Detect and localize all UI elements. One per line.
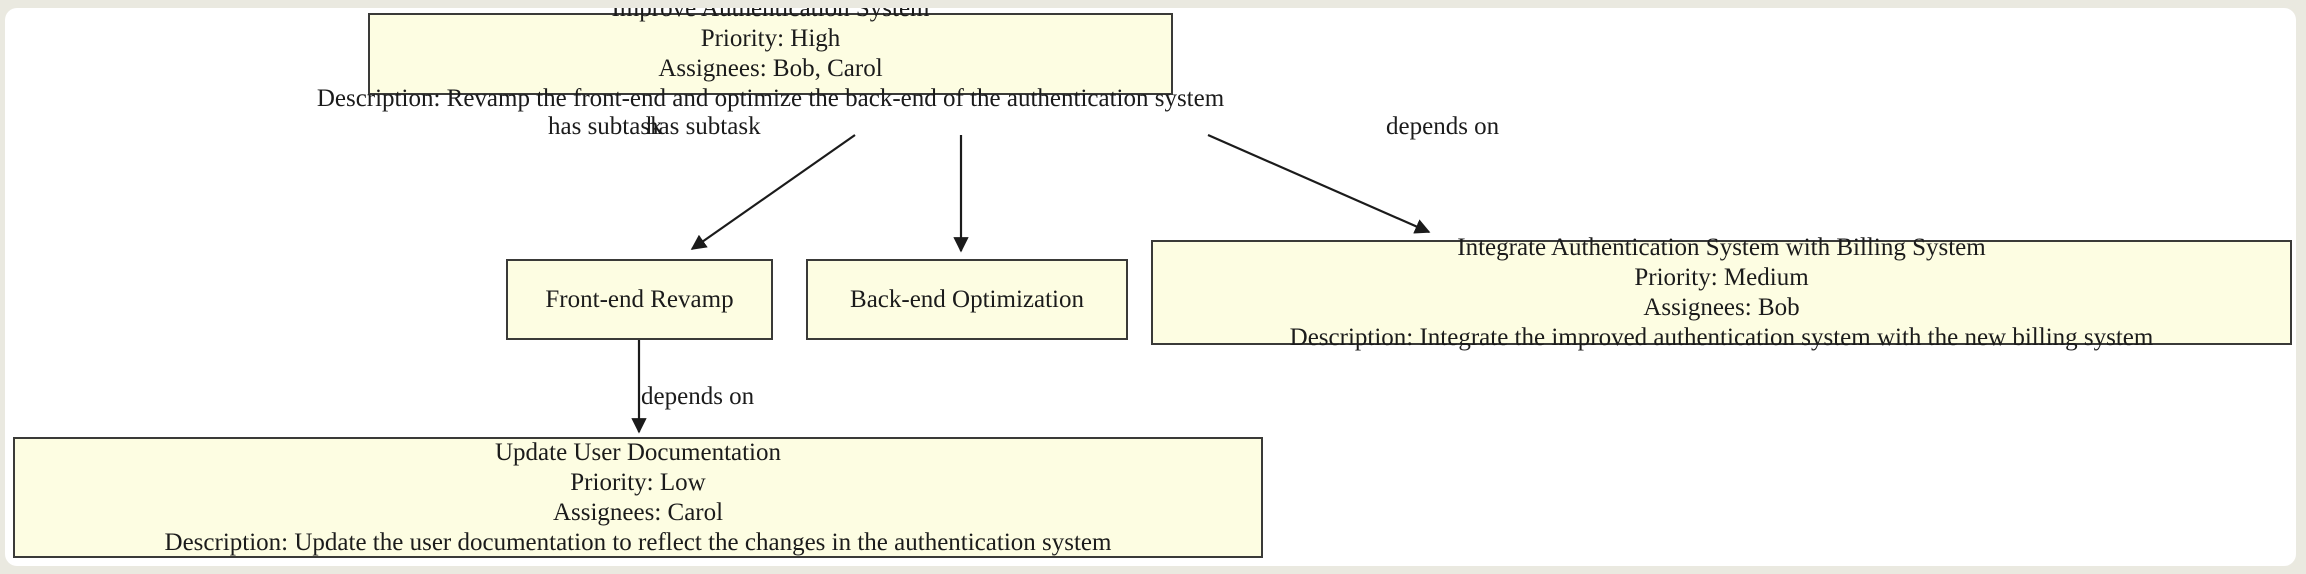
edge-improve-to-integrate xyxy=(1207,133,1431,234)
node-description: Description: Revamp the front-end and op… xyxy=(316,85,1225,112)
node-back-end-optimization[interactable]: Back-end Optimization xyxy=(806,259,1128,340)
node-description: Description: Integrate the improved auth… xyxy=(1289,323,2154,351)
node-priority: Priority: Medium xyxy=(1634,263,1809,291)
node-update-user-documentation[interactable]: Update User Documentation Priority: Low … xyxy=(13,437,1263,558)
diagram-graph: Improve Authentication System Priority: … xyxy=(5,8,2296,566)
node-description: Description: Update the user documentati… xyxy=(164,528,1112,556)
node-priority: Priority: Low xyxy=(570,468,706,496)
node-assignees: Assignees: Bob xyxy=(1643,293,1800,321)
node-title: Front-end Revamp xyxy=(545,285,734,313)
node-improve-authentication-system[interactable]: Improve Authentication System Priority: … xyxy=(317,8,1224,112)
node-assignees: Assignees: Bob, Carol xyxy=(658,55,883,82)
node-title: Back-end Optimization xyxy=(850,285,1084,313)
node-front-end-revamp[interactable]: Front-end Revamp xyxy=(506,259,773,340)
node-title: Integrate Authentication System with Bil… xyxy=(1457,233,1986,261)
edge-label-depends-on-update-docs: depends on xyxy=(641,383,755,410)
edge-label-has-subtask-frontend: has subtask xyxy=(548,113,663,140)
node-assignees: Assignees: Carol xyxy=(552,498,724,526)
edge-label-depends-on-integrate: depends on xyxy=(1386,113,1500,140)
node-title: Update User Documentation xyxy=(494,438,782,466)
node-title: Improve Authentication System xyxy=(611,8,930,22)
diagram-canvas: Improve Authentication System Priority: … xyxy=(5,8,2296,566)
node-priority: Priority: High xyxy=(700,25,841,52)
node-integrate-authentication-system-with-billing-system[interactable]: Integrate Authentication System with Bil… xyxy=(1151,234,2292,351)
edge-improve-to-frontend xyxy=(690,134,856,250)
edge-label-has-subtask-backend: has subtask xyxy=(646,113,761,140)
